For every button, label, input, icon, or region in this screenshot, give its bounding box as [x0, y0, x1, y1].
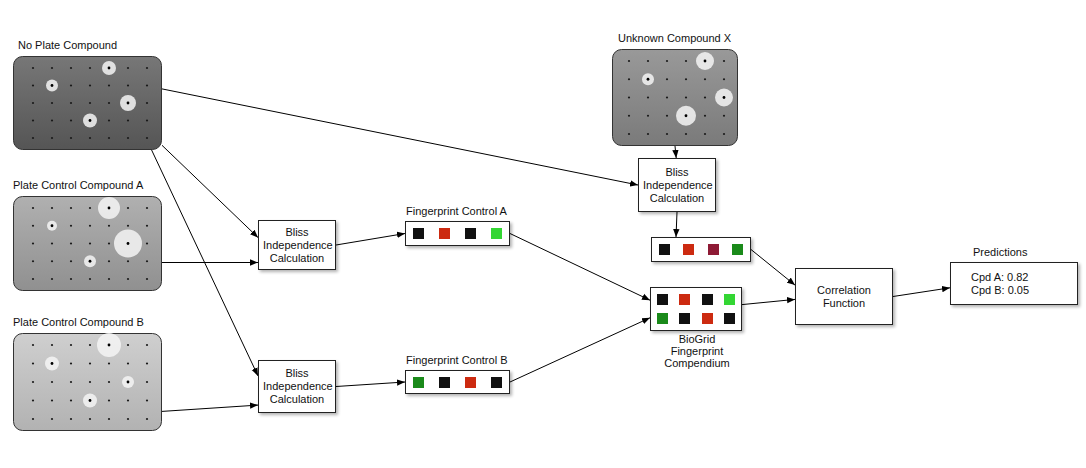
plate-image	[612, 49, 738, 146]
fingerprint-square	[439, 377, 450, 388]
arrow-connector	[152, 150, 258, 376]
fingerprint: Fingerprint Control B	[405, 370, 510, 394]
arrow-connector	[510, 234, 650, 301]
fingerprint-square	[657, 294, 668, 305]
fingerprint: Fingerprint Control A	[405, 221, 510, 246]
arrow-connector	[676, 212, 677, 237]
plate: Plate Control Compound B	[13, 333, 162, 431]
fingerprint-square	[679, 313, 690, 324]
fingerprint-square	[465, 377, 476, 388]
arrow-connector	[751, 250, 795, 286]
box-text-group: Cpd A: 0.82Cpd B: 0.05	[951, 271, 1077, 297]
shape-label: Fingerprint Control A	[406, 205, 507, 218]
shape-label: Plate Control Compound B	[13, 316, 144, 329]
box-text-group: Bliss Independence Calculation	[259, 367, 335, 406]
fingerprint-square	[491, 228, 502, 239]
shape-label: Plate Control Compound A	[13, 179, 143, 192]
shape-label: Predictions	[973, 246, 1027, 259]
shape-label: No Plate Compound	[18, 39, 117, 52]
box-text-group: Bliss Independence Calculation	[259, 226, 335, 265]
fingerprint-square	[413, 377, 424, 388]
arrow-connector	[162, 405, 258, 411]
arrow-connector	[162, 145, 258, 237]
fingerprint-square	[439, 228, 450, 239]
box-text: Bliss Independence Calculation	[263, 226, 331, 265]
fingerprint-square	[659, 244, 670, 255]
arrow-connector	[510, 318, 650, 382]
arrow-connector	[162, 89, 638, 185]
predictions-box: PredictionsCpd A: 0.82Cpd B: 0.05	[950, 262, 1078, 305]
process-box: Bliss Independence Calculation	[638, 158, 716, 212]
fingerprint-square	[702, 313, 713, 324]
fingerprint-square	[491, 377, 502, 388]
plate-image	[13, 333, 162, 431]
fingerprint	[651, 237, 751, 262]
plate-image	[13, 56, 162, 150]
arrow-connector	[336, 382, 405, 387]
process-box: Correlation Function	[795, 268, 893, 325]
box-text: Cpd A: 0.82	[971, 271, 1073, 284]
arrow-connector	[893, 288, 950, 297]
process-box: Bliss Independence Calculation	[258, 360, 336, 413]
box-text: Bliss Independence Calculation	[263, 367, 331, 406]
plate: Plate Control Compound A	[13, 196, 162, 291]
fingerprint-square	[732, 244, 743, 255]
arrow-connector	[742, 299, 795, 304]
fingerprint-square	[702, 294, 713, 305]
plate-image	[13, 196, 162, 291]
box-text-group: Bliss Independence Calculation	[639, 166, 715, 205]
shape-label: Fingerprint Control B	[406, 354, 508, 367]
process-box: Bliss Independence Calculation	[258, 220, 336, 270]
fingerprint-square	[465, 228, 476, 239]
compendium: BioGrid Fingerprint Compendium	[650, 287, 742, 331]
box-text: Correlation Function	[800, 284, 888, 310]
box-text: Cpd B: 0.05	[971, 284, 1073, 297]
shape-label: BioGrid Fingerprint Compendium	[651, 333, 743, 369]
fingerprint-square	[679, 294, 690, 305]
fingerprint-square	[724, 294, 735, 305]
fingerprint-square	[724, 313, 735, 324]
box-text: Bliss Independence Calculation	[643, 166, 711, 205]
arrow-connector	[675, 146, 676, 158]
box-text-group: Correlation Function	[796, 284, 892, 310]
arrow-connector	[336, 234, 405, 246]
fingerprint-square	[683, 244, 694, 255]
fingerprint-square	[413, 228, 424, 239]
fingerprint-square	[657, 313, 668, 324]
arrow-connector	[162, 262, 258, 263]
fingerprint-square	[708, 244, 719, 255]
plate: No Plate Compound	[13, 56, 162, 150]
plate: Unknown Compound X	[612, 49, 738, 146]
shape-label: Unknown Compound X	[618, 32, 731, 45]
